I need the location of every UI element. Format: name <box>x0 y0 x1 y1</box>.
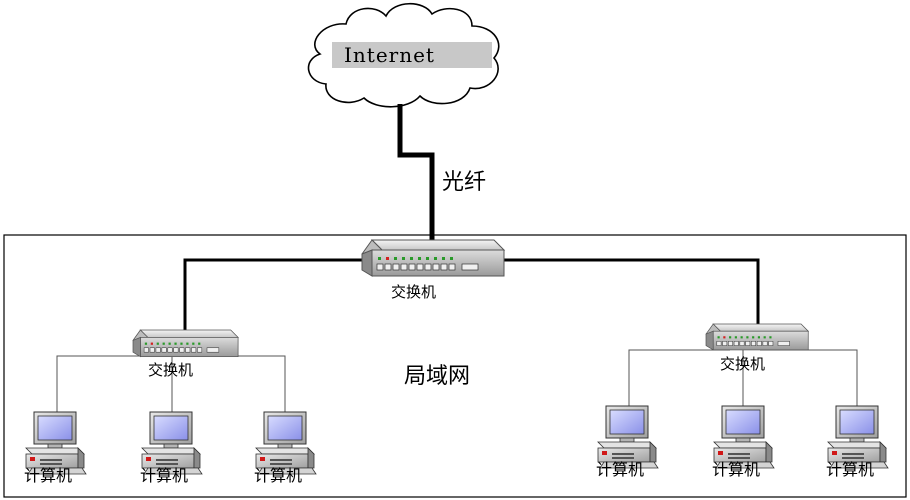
left-switch <box>132 329 239 358</box>
internet-label: Internet <box>344 43 435 67</box>
computer-icon <box>25 411 87 475</box>
computer-icon <box>141 411 203 475</box>
computer-label: 计算机 <box>254 466 303 485</box>
internet-label-bg <box>332 42 492 68</box>
trunk-link-left <box>183 258 366 340</box>
fiber-label: 光纤 <box>442 170 487 195</box>
computer-label: 计算机 <box>140 466 189 485</box>
computer-icon <box>597 405 659 469</box>
computer-icon <box>827 405 889 469</box>
right-switch <box>705 323 809 351</box>
lan-boundary <box>3 234 907 498</box>
computer-icon <box>255 411 317 475</box>
computer-label: 计算机 <box>24 466 73 485</box>
computer-label: 计算机 <box>712 460 761 479</box>
computer-label: 计算机 <box>826 460 875 479</box>
trunk-link-right <box>500 258 760 328</box>
right-switch-label: 交换机 <box>720 355 766 373</box>
computer-label: 计算机 <box>596 460 645 479</box>
internet-cloud <box>307 3 500 108</box>
core-switch-label: 交换机 <box>391 283 437 301</box>
lan-label: 局域网 <box>404 364 471 389</box>
computer-icon <box>713 405 775 469</box>
core-switch <box>361 239 505 277</box>
left-switch-label: 交换机 <box>148 361 194 379</box>
fiber-link <box>397 104 435 246</box>
